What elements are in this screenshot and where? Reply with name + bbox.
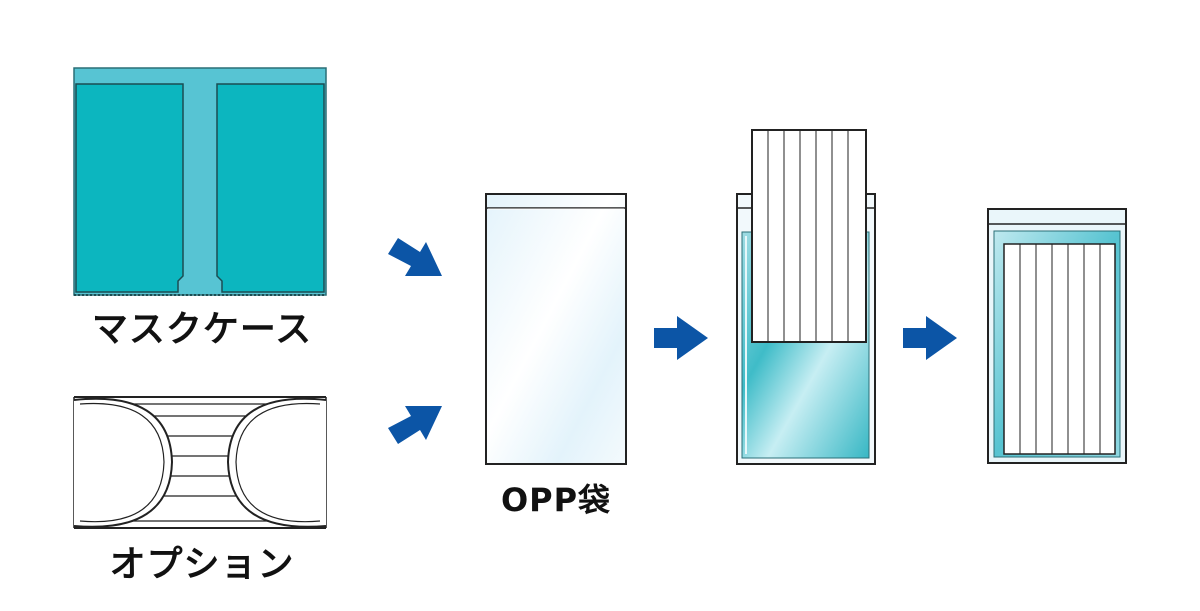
- arrow-up-right-icon: [388, 406, 442, 444]
- arrow-down-right-icon: [388, 238, 442, 276]
- arrow-right-icon: [654, 316, 708, 360]
- option-label: オプション: [109, 544, 295, 585]
- bag-inserting-illustration: [736, 129, 876, 465]
- arrow-right-icon: [903, 316, 957, 360]
- opp-bag-label: OPP袋: [500, 481, 612, 519]
- finished-package-illustration: [987, 208, 1127, 464]
- option-mask-illustration: [73, 396, 327, 529]
- opp-bag-illustration: [485, 193, 627, 465]
- mask-case-illustration: [73, 67, 327, 296]
- mask-case-label: マスクケース: [91, 309, 313, 350]
